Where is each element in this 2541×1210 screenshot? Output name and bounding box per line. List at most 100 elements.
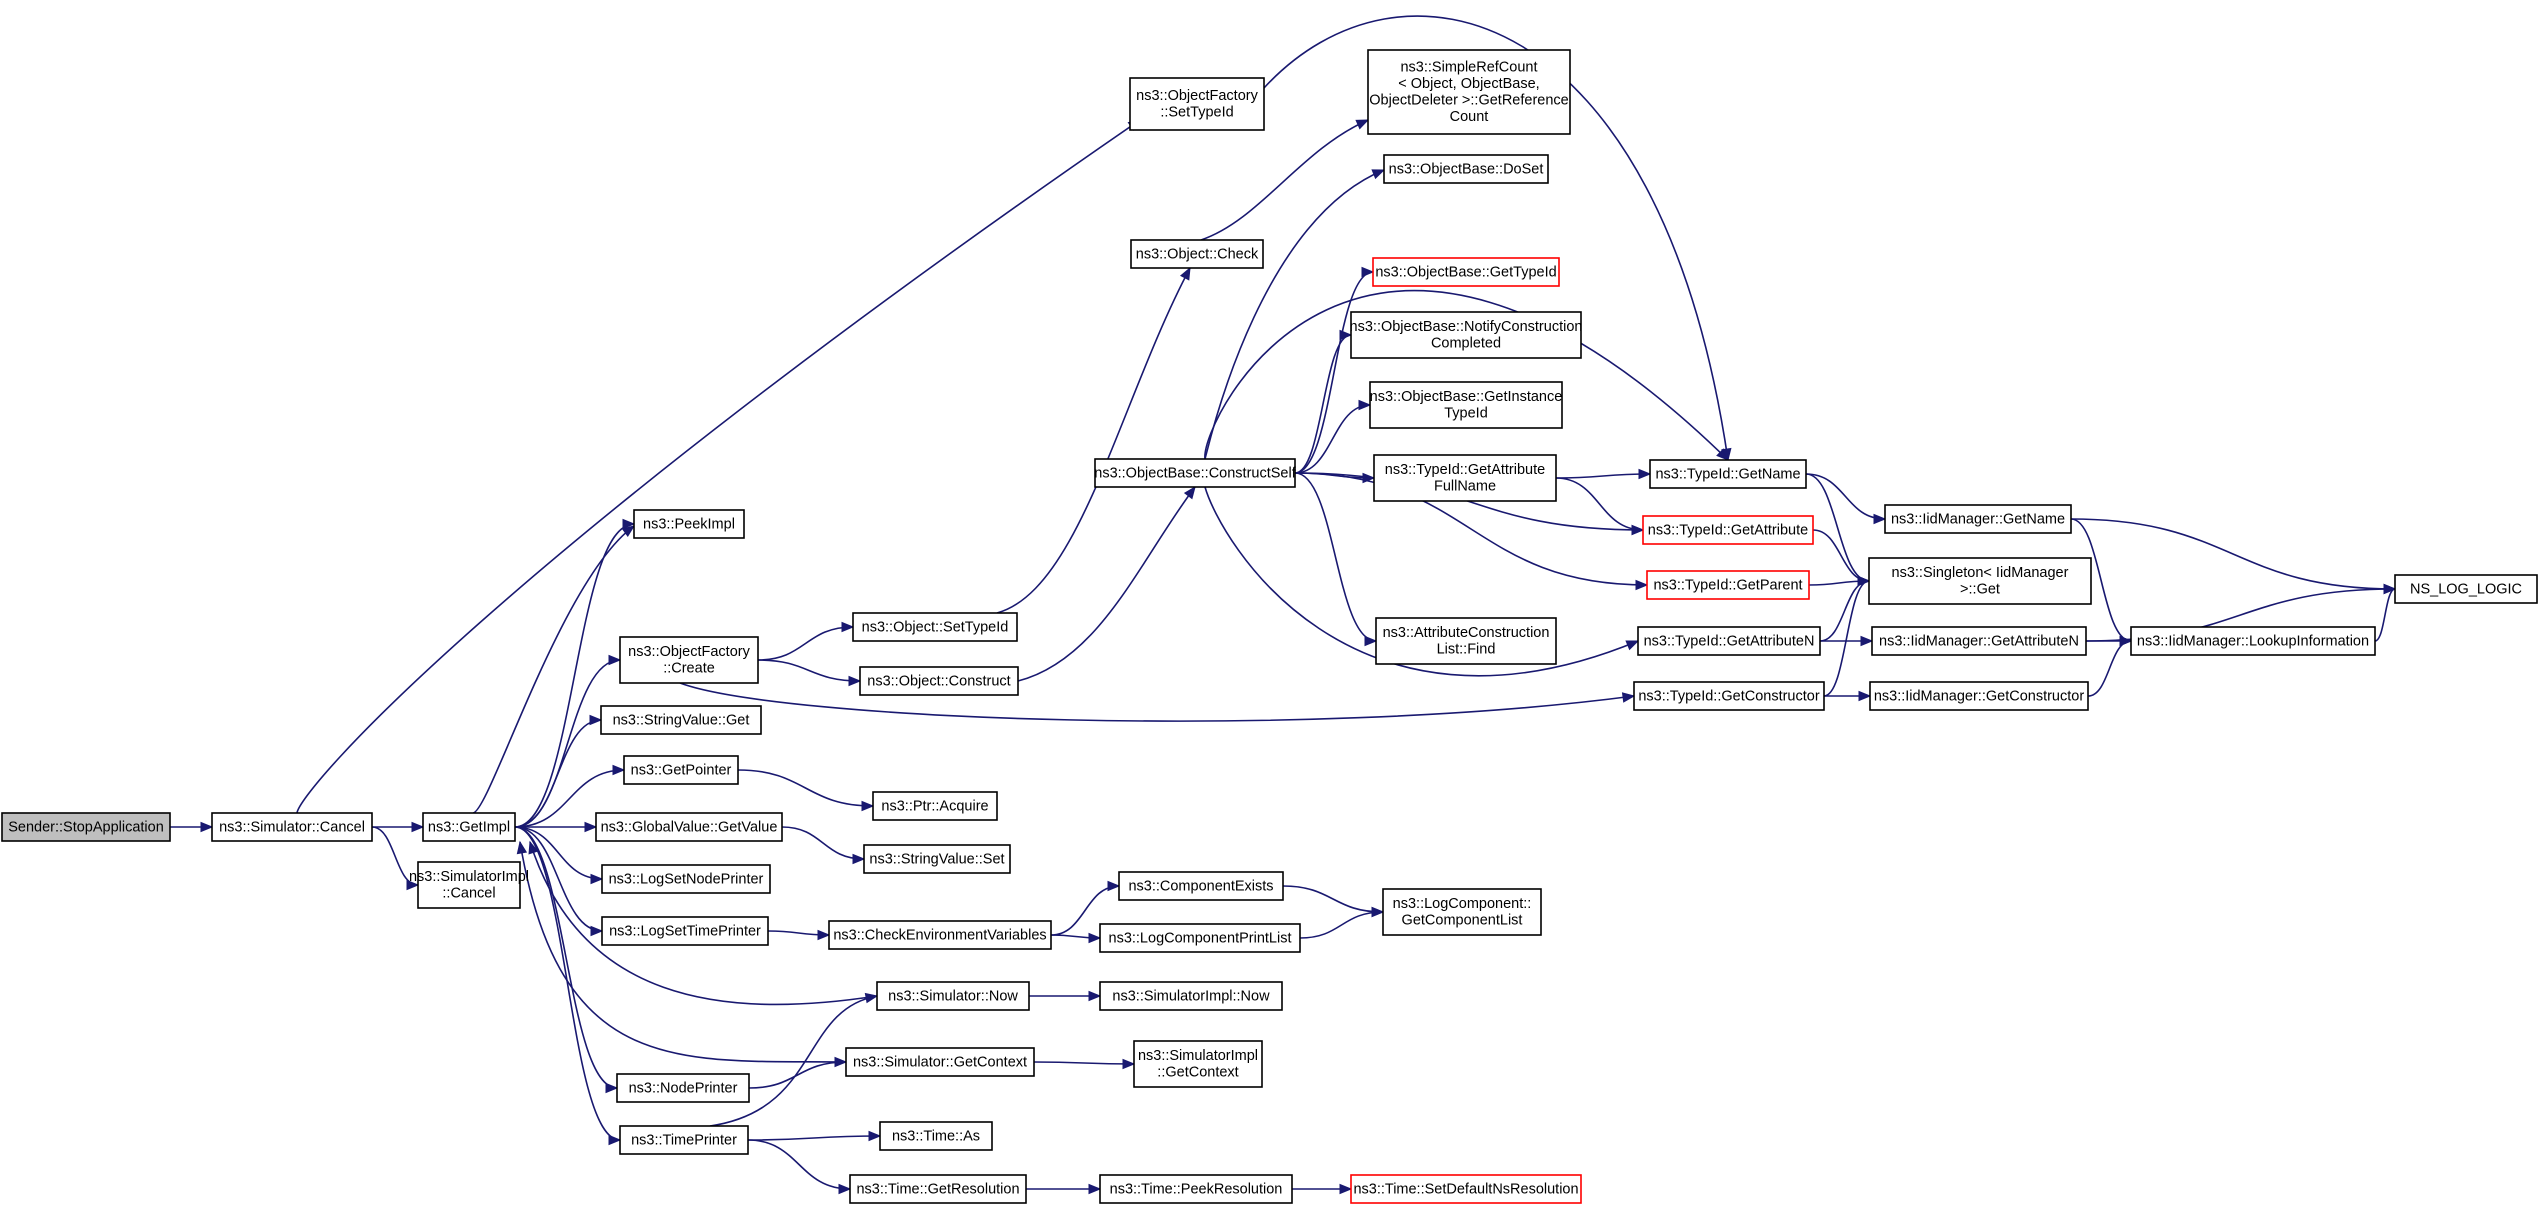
edge-ofcreate-to-tidgetctor	[679, 682, 1636, 722]
node-box	[422, 812, 516, 842]
node-label: ns3::Simulator::Cancel	[219, 819, 365, 835]
node-simnow[interactable]: ns3::Simulator::Now	[876, 981, 1030, 1011]
edge-arrowhead	[841, 621, 855, 633]
edge-objsettypeid-to-objcheck	[996, 266, 1191, 614]
edge-getimpl-to-strget	[514, 714, 603, 828]
node-label: ns3::StringValue::Set	[869, 851, 1004, 867]
node-label: ns3::ComponentExists	[1128, 878, 1273, 894]
node-timeprinter[interactable]: ns3::TimePrinter	[619, 1125, 749, 1155]
node-tidgetparent[interactable]: ns3::TypeId::GetParent	[1646, 570, 1810, 600]
edge-line	[2070, 518, 2396, 590]
node-notify[interactable]: ns3::ObjectBase::NotifyConstructionCompl…	[1350, 311, 1583, 359]
node-setdefres[interactable]: ns3::Time::SetDefaultNsResolution	[1350, 1174, 1582, 1204]
node-label: TypeId	[1444, 406, 1488, 422]
node-box	[1133, 1040, 1263, 1088]
edge-cancel-to-simimplcancel	[371, 826, 420, 891]
node-cancel[interactable]: ns3::Simulator::Cancel	[211, 812, 373, 842]
node-simimplnow[interactable]: ns3::SimulatorImpl::Now	[1099, 981, 1283, 1011]
edge-arrowhead	[817, 929, 831, 941]
node-logcompprint[interactable]: ns3::LogComponentPrintList	[1099, 923, 1301, 953]
node-box	[1130, 239, 1264, 269]
edge-logcompprint-to-logcomplist	[1299, 906, 1385, 939]
node-timepeekres[interactable]: ns3::Time::PeekResolution	[1099, 1174, 1293, 1204]
edge-getimpl-to-timeprinter	[514, 826, 622, 1146]
node-lognode[interactable]: ns3::LogSetNodePrinter	[601, 864, 771, 894]
node-checkenv[interactable]: ns3::CheckEnvironmentVariables	[828, 920, 1052, 950]
node-obgettypeid[interactable]: ns3::ObjectBase::GetTypeId	[1372, 257, 1560, 287]
node-compexists[interactable]: ns3::ComponentExists	[1118, 871, 1284, 901]
node-nslog[interactable]: NS_LOG_LOGIC	[2394, 574, 2538, 604]
node-label: ns3::SimulatorImpl::Now	[1112, 988, 1270, 1004]
edge-line	[679, 682, 1635, 722]
node-gvgetvalue[interactable]: ns3::GlobalValue::GetValue	[595, 812, 783, 842]
edge-arrowhead	[1721, 447, 1732, 462]
node-label: ns3::Singleton< IidManager	[1892, 565, 2069, 581]
node-box	[595, 812, 783, 842]
node-label: ns3::SimulatorImpl	[409, 869, 529, 885]
node-singleton[interactable]: ns3::Singleton< IidManager>::Get	[1868, 557, 2092, 605]
edge-checkenv-to-compexists	[1050, 880, 1121, 936]
edge-arrowhead	[608, 1134, 622, 1146]
node-nodeprinter[interactable]: ns3::NodePrinter	[616, 1073, 750, 1103]
edge-arrowhead	[1179, 266, 1191, 281]
node-tidgetattr[interactable]: ns3::TypeId::GetAttribute	[1642, 515, 1814, 545]
node-iidgetname[interactable]: ns3::IidManager::GetName	[1884, 504, 2072, 534]
node-strset[interactable]: ns3::StringValue::Set	[863, 844, 1011, 874]
node-objcheck[interactable]: ns3::Object::Check	[1130, 239, 1264, 269]
node-simimplctx[interactable]: ns3::SimulatorImpl::GetContext	[1133, 1040, 1263, 1088]
node-logtime[interactable]: ns3::LogSetTimePrinter	[601, 916, 769, 946]
edge-arrowhead	[1183, 485, 1196, 500]
edge-line	[514, 719, 602, 828]
node-tidgetctor[interactable]: ns3::TypeId::GetConstructor	[1633, 681, 1825, 711]
node-label: ns3::ObjectFactory	[1136, 88, 1258, 104]
edge-arrowhead	[1361, 266, 1375, 278]
edge-simgetctx-to-getimpl	[516, 840, 847, 1063]
node-logcomplist[interactable]: ns3::LogComponent::GetComponentList	[1382, 888, 1542, 936]
edge-arrowhead	[516, 840, 528, 855]
node-box	[1383, 154, 1549, 184]
node-strget[interactable]: ns3::StringValue::Get	[600, 705, 762, 735]
node-stopapp[interactable]: Sender::StopApplication	[1, 812, 171, 842]
node-label: ns3::Object::SetTypeId	[862, 619, 1009, 635]
edge-arrowhead	[1355, 119, 1370, 130]
node-peekimpl[interactable]: ns3::PeekImpl	[633, 509, 745, 539]
node-lookup[interactable]: ns3::IidManager::LookupInformation	[2130, 626, 2376, 656]
edge-iidgetctor-to-lookup	[2087, 635, 2133, 697]
node-label: ns3::LogSetTimePrinter	[609, 923, 761, 939]
node-ptracquire[interactable]: ns3::Ptr::Acquire	[872, 791, 998, 821]
edge-line	[747, 1135, 881, 1141]
node-label: ns3::AttributeConstruction	[1383, 625, 1550, 641]
node-simimplcancel[interactable]: ns3::SimulatorImpl::Cancel	[409, 861, 529, 909]
node-ofcreate[interactable]: ns3::ObjectFactory::Create	[619, 636, 759, 684]
node-iidgetattrn[interactable]: ns3::IidManager::GetAttributeN	[1871, 626, 2087, 656]
node-tidgetattrn[interactable]: ns3::TypeId::GetAttributeN	[1637, 626, 1821, 656]
edge-line	[1823, 580, 1870, 697]
node-box	[1367, 49, 1571, 135]
edge-arrowhead	[1088, 990, 1102, 1002]
node-label: Count	[1450, 109, 1489, 125]
edge-tidgetctor-to-iidgetctor	[1824, 690, 1872, 702]
node-simplerefcount[interactable]: ns3::SimpleRefCount< Object, ObjectBase,…	[1367, 49, 1571, 135]
edge-lookup-to-nslog	[2374, 583, 2397, 642]
node-timegetres[interactable]: ns3::Time::GetResolution	[849, 1174, 1027, 1204]
node-dosetobj[interactable]: ns3::ObjectBase::DoSet	[1383, 154, 1549, 184]
node-objconstruct[interactable]: ns3::Object::Construct	[859, 666, 1019, 696]
node-construct[interactable]: ns3::ObjectBase::ConstructSelf	[1094, 458, 1297, 488]
node-iidgetctor[interactable]: ns3::IidManager::GetConstructor	[1869, 681, 2089, 711]
node-simgetctx[interactable]: ns3::Simulator::GetContext	[845, 1047, 1035, 1077]
node-getpointer[interactable]: ns3::GetPointer	[623, 755, 739, 785]
node-tidgetname[interactable]: ns3::TypeId::GetName	[1649, 459, 1807, 489]
node-getimpl[interactable]: ns3::GetImpl	[422, 812, 516, 842]
edge-construct-to-obgettypeid	[1294, 266, 1375, 474]
edge-logtime-to-checkenv	[767, 929, 831, 941]
node-box	[1350, 1174, 1582, 1204]
node-ofsettypeid[interactable]: ns3::ObjectFactory::SetTypeId	[1129, 77, 1265, 131]
node-objsettypeid[interactable]: ns3::Object::SetTypeId	[852, 612, 1018, 642]
node-label: ns3::Time::PeekResolution	[1110, 1181, 1283, 1197]
node-timeas[interactable]: ns3::Time::As	[879, 1121, 993, 1151]
edge-line	[1294, 472, 1648, 586]
